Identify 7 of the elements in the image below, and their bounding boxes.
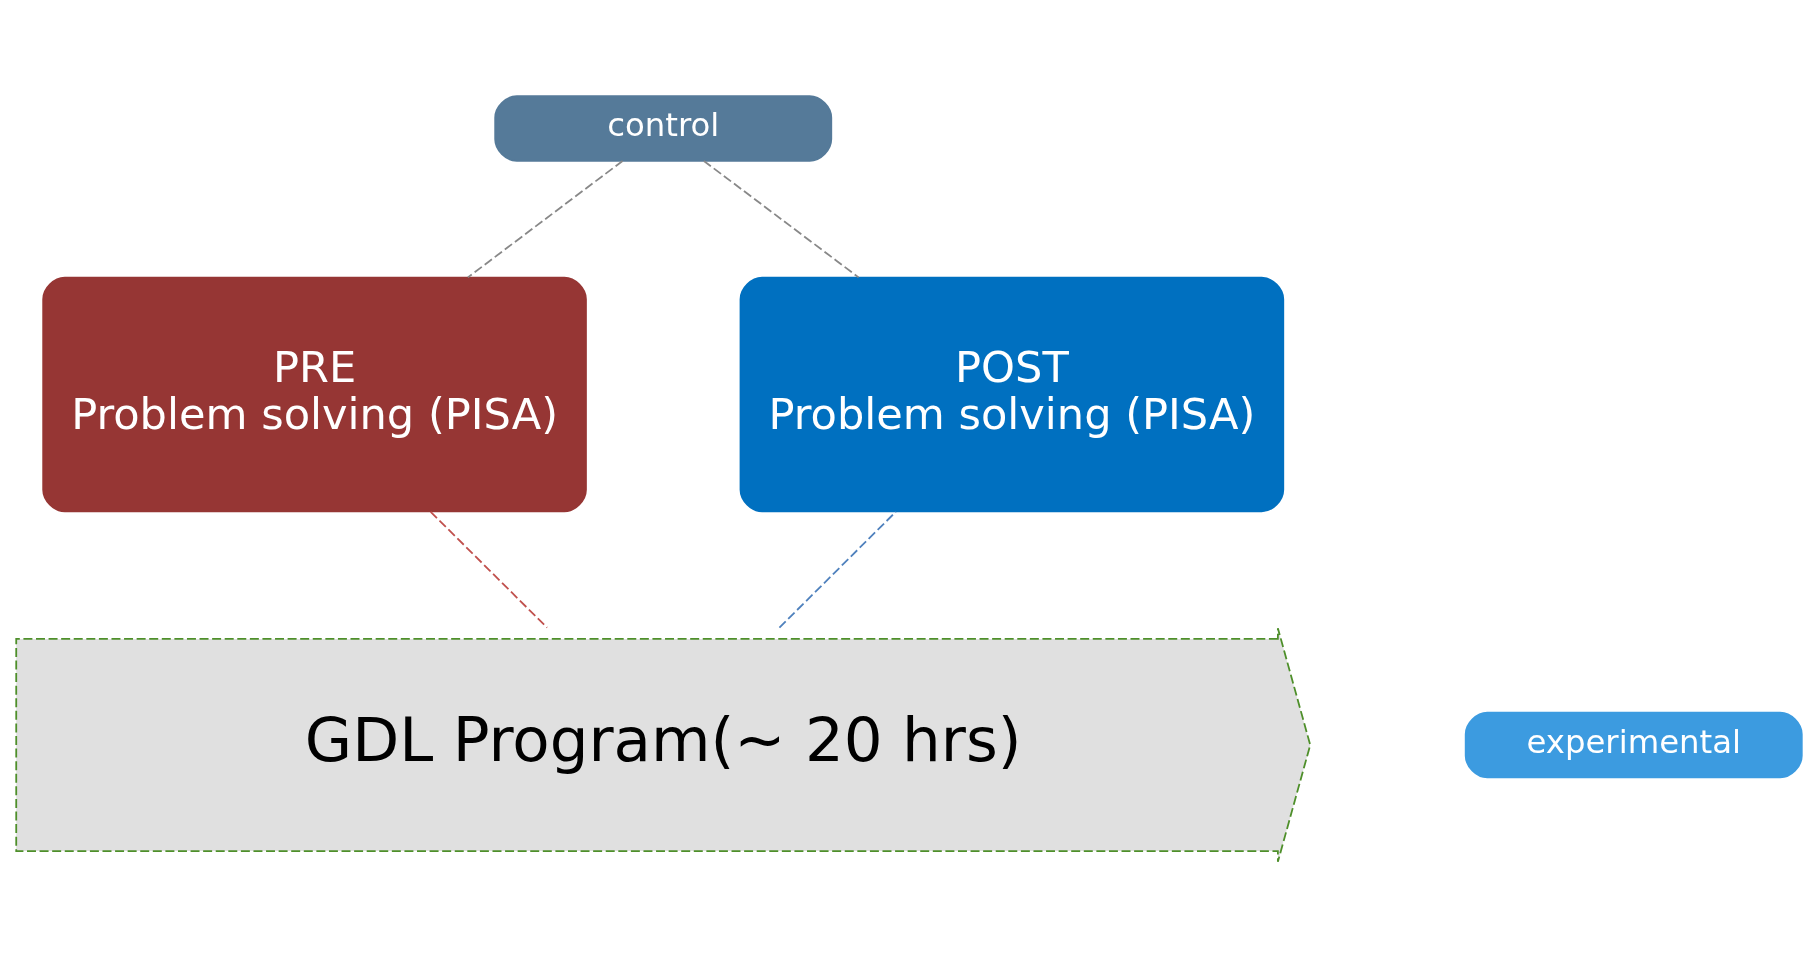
node-box: POST Problem solving (PISA): [739, 276, 1285, 512]
connector: [466, 159, 624, 278]
connector: [703, 159, 860, 278]
connector: [429, 510, 548, 628]
node-box: control: [494, 94, 833, 162]
node-box: PRE Problem solving (PISA): [42, 276, 587, 512]
node-box: experimental: [1464, 711, 1803, 778]
